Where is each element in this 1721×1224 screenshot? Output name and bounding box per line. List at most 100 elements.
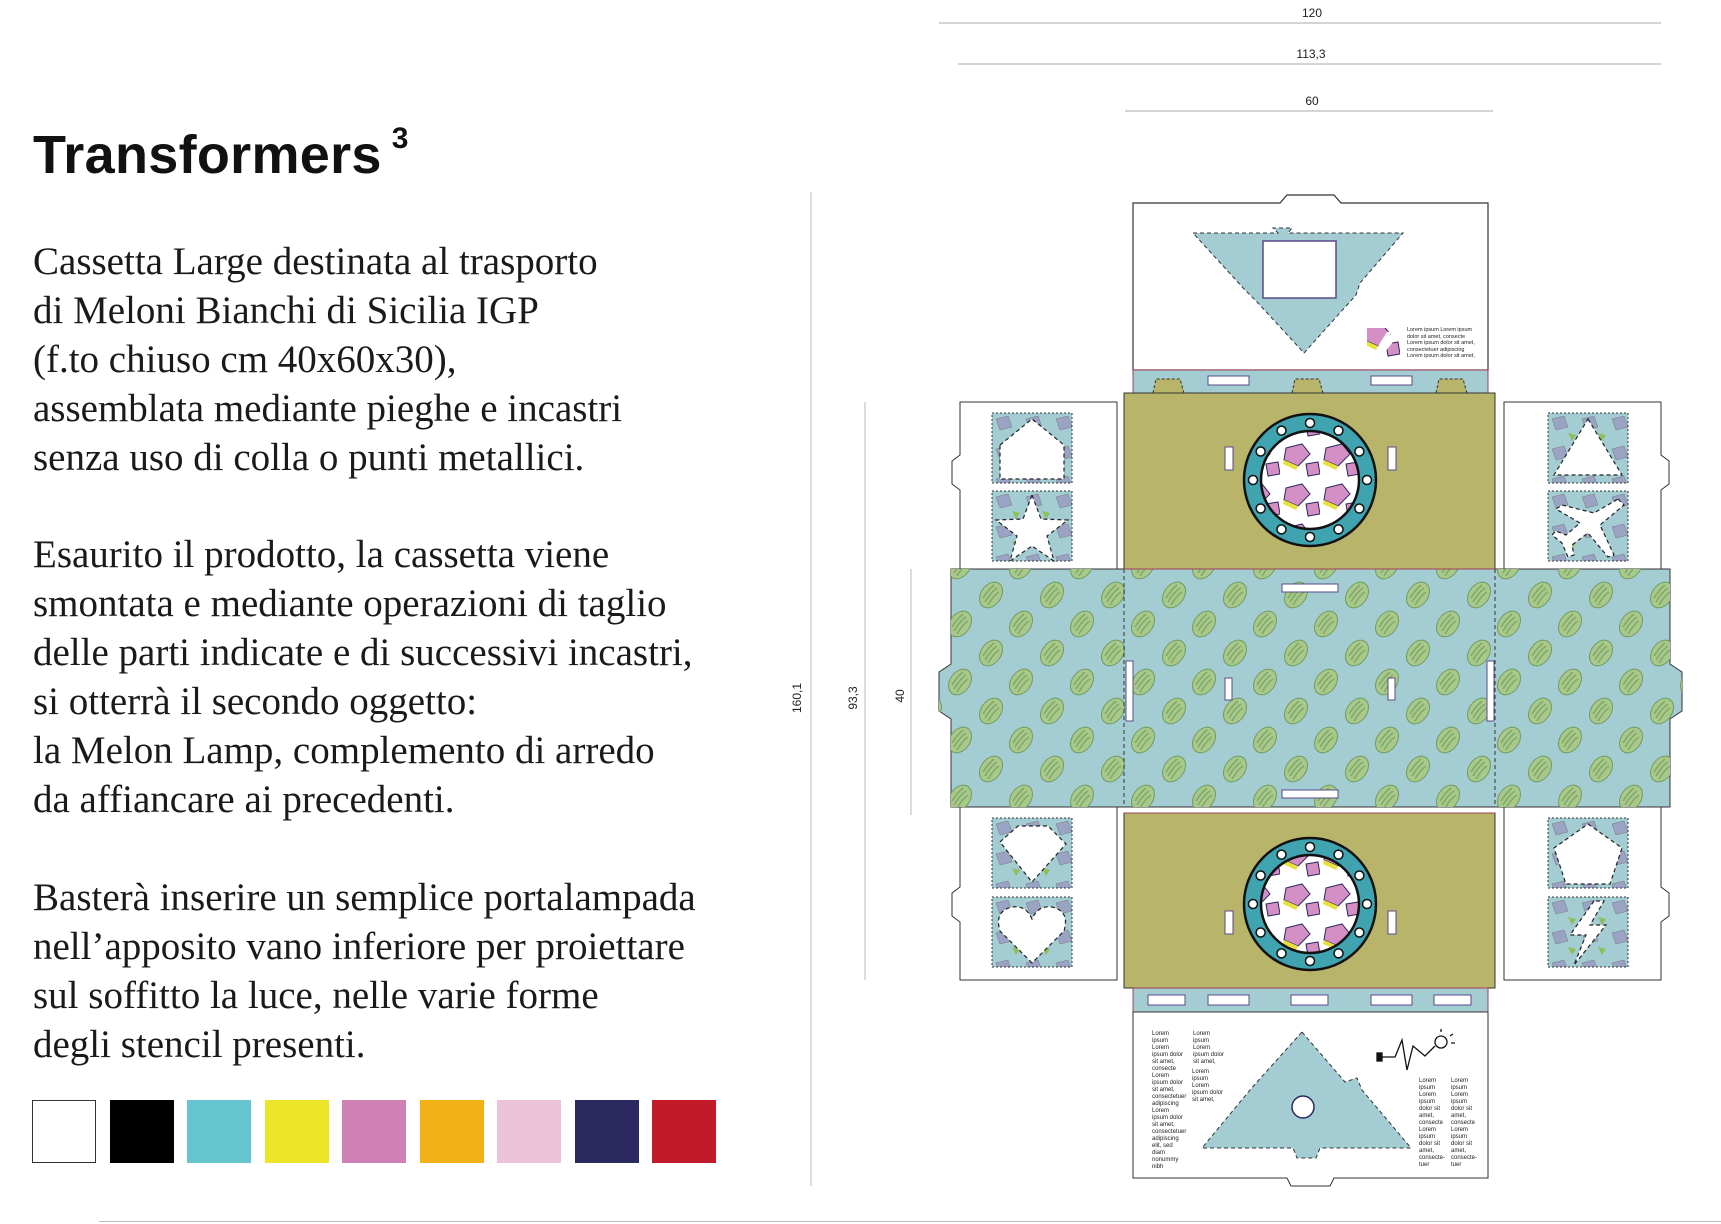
slot xyxy=(1486,660,1495,722)
text-line: degli stencil presenti. xyxy=(33,1023,366,1066)
gem-icon xyxy=(999,825,1067,883)
text-line: (f.to chiuso cm 40x60x30), xyxy=(33,338,457,381)
dimension-label: 93,3 xyxy=(846,686,860,710)
slot xyxy=(1370,375,1413,386)
color-swatch xyxy=(652,1100,716,1163)
bottom-text-column: Lorem ipsum Lorem ipsum dolor sit amet, … xyxy=(1451,1078,1478,1168)
bolt-hole xyxy=(1354,503,1365,514)
porthole-window xyxy=(1242,412,1378,548)
bolt-hole xyxy=(1276,524,1287,535)
bolt-hole xyxy=(1255,927,1266,938)
description-paragraph-2: Esaurito il prodotto, la cassetta viene … xyxy=(33,530,693,824)
slot xyxy=(1224,910,1234,935)
bolt-hole xyxy=(1354,870,1365,881)
bolt-hole xyxy=(1276,425,1287,436)
color-palette xyxy=(32,1100,716,1163)
text-line: delle parti indicate e di successivi inc… xyxy=(33,631,693,674)
bolt-hole xyxy=(1361,898,1373,910)
lower-strip-slots xyxy=(1147,994,1472,1006)
stencil-airplane xyxy=(1547,490,1629,562)
slot xyxy=(1281,789,1339,799)
stencil-star xyxy=(991,490,1073,563)
star-icon xyxy=(994,493,1070,563)
dimension-label: 113,3 xyxy=(1296,47,1325,61)
bottom-text-column: Lorem ipsum Lorem ipsum dolor sit amet, xyxy=(1192,1069,1224,1103)
top-window xyxy=(1262,240,1337,299)
dimension-label: 60 xyxy=(1305,94,1319,108)
text-line: senza uso di colla o punti metallici. xyxy=(33,436,585,479)
dimension-label: 160,1 xyxy=(790,683,804,713)
slot xyxy=(1125,660,1134,722)
text-line: assemblata mediante pieghe e incastri xyxy=(33,387,623,430)
bolt-hole xyxy=(1255,503,1266,514)
dimension-label: 120 xyxy=(1302,6,1322,20)
color-swatch xyxy=(187,1100,251,1163)
stencil-triangle xyxy=(1547,412,1629,484)
stencil-pentagon xyxy=(1547,817,1629,889)
bolt-hole xyxy=(1333,425,1344,436)
slot xyxy=(1387,446,1397,471)
text-line: dolor sit amet, consecte xyxy=(1407,333,1466,340)
bolt-hole xyxy=(1276,849,1287,860)
melon-pattern xyxy=(939,569,1682,807)
slot xyxy=(1387,677,1396,701)
description-paragraph-3: Basterà inserire un semplice portalampad… xyxy=(33,873,696,1069)
text-line: sul soffitto la luce, nelle varie forme xyxy=(33,974,599,1017)
slot xyxy=(1387,910,1397,935)
text-line: di Meloni Bianchi di Sicilia IGP xyxy=(33,289,539,332)
bolt-hole xyxy=(1304,841,1316,853)
color-swatch xyxy=(109,1100,174,1163)
top-label-text: Lorem ipsum Lorem ipsum dolor sit amet, … xyxy=(1407,327,1479,360)
lamp-hole xyxy=(1291,1095,1315,1119)
description-paragraph-1: Cassetta Large destinata al trasporto di… xyxy=(33,237,622,482)
bolt-hole xyxy=(1276,948,1287,959)
text-line: Lorem ipsum Lorem ipsum xyxy=(1407,327,1473,333)
text-line: Cassetta Large destinata al trasporto xyxy=(33,240,598,283)
bottom-text-column: Lorem ipsum Lorem ipsum dolor sit amet, xyxy=(1193,1031,1225,1065)
color-swatch xyxy=(574,1100,639,1163)
dimension-label: 40 xyxy=(893,689,907,703)
divider xyxy=(99,1221,1721,1222)
slot xyxy=(1224,677,1233,701)
text-line: da affiancare ai precedenti. xyxy=(33,778,455,821)
dimension-width-base: 60 xyxy=(1125,94,1493,112)
text-line: Esaurito il prodotto, la cassetta viene xyxy=(33,533,610,576)
bottom-text-column: Lorem ipsum Lorem ipsum dolor sit amet, … xyxy=(1419,1078,1446,1168)
plug-bulb-icon xyxy=(1376,1029,1455,1071)
heart-icon xyxy=(997,906,1067,964)
bottom-text-column: Lorem ipsum Lorem ipsum dolor sit amet, … xyxy=(1152,1031,1187,1170)
bolt-hole xyxy=(1247,898,1259,910)
text-line: consectetuer adipiscing xyxy=(1407,346,1465,353)
stencil-gem xyxy=(991,817,1073,889)
bolt-hole xyxy=(1304,955,1316,967)
dimension-height-base: 40 xyxy=(893,569,912,815)
color-swatch xyxy=(419,1100,484,1163)
slot xyxy=(1207,375,1250,386)
slot xyxy=(1224,446,1234,471)
text-line: nell’apposito vano inferiore per proiett… xyxy=(33,925,685,968)
dimension-height-total: 160,1 xyxy=(790,192,812,1186)
bolt-hole xyxy=(1247,474,1259,486)
text-line: Basterà inserire un semplice portalampad… xyxy=(33,876,696,919)
bolt-hole xyxy=(1304,531,1316,543)
bolt-hole xyxy=(1333,849,1344,860)
bolt-hole xyxy=(1333,948,1344,959)
bolt-hole xyxy=(1255,870,1266,881)
title-text: Transformers xyxy=(33,125,382,185)
text-line: Lorem ipsum dolor sit amet, xyxy=(1407,353,1475,359)
bolt-hole xyxy=(1333,524,1344,535)
lightning-icon xyxy=(1568,900,1608,966)
lightning-logo xyxy=(1367,328,1403,360)
text-line: si otterrà il secondo oggetto: xyxy=(33,680,478,723)
upper-strip-tabs xyxy=(1152,378,1468,394)
bottom-triangle-stencil xyxy=(1200,1031,1413,1159)
porthole-window xyxy=(1242,836,1378,972)
pentagon-icon xyxy=(1553,823,1623,885)
text-line: smontata e mediante operazioni di taglio xyxy=(33,582,667,625)
dimension-width-inner: 113,3 xyxy=(958,47,1661,65)
color-swatch xyxy=(342,1100,406,1163)
triangle-icon xyxy=(1552,417,1624,476)
bolt-hole xyxy=(1361,474,1373,486)
bolt-hole xyxy=(1354,927,1365,938)
